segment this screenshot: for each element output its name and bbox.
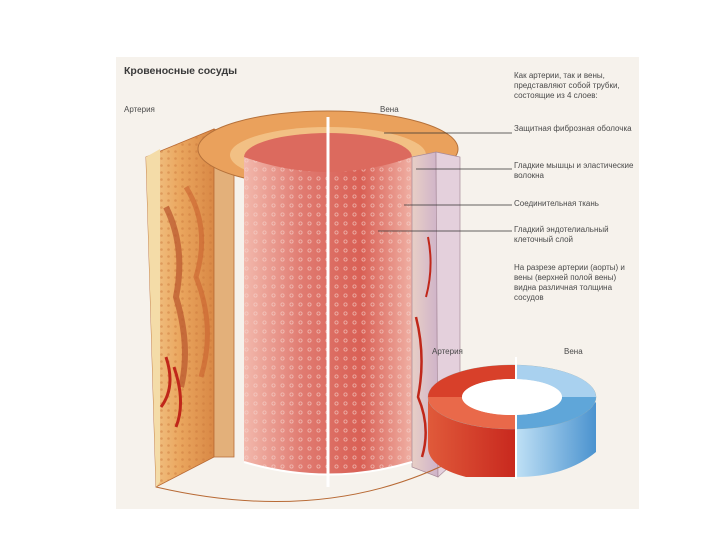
intro-text: Как артерии, так и вены, представляют со… bbox=[514, 71, 634, 101]
cross-section-vein-label: Вена bbox=[564, 347, 583, 357]
cross-section-note: На разрезе артерии (аорты) и вены (верхн… bbox=[514, 263, 634, 303]
layer-label-connective: Соединительная ткань bbox=[514, 199, 634, 209]
artery-wall-cutaway bbox=[146, 129, 234, 487]
artery-label: Артерия bbox=[124, 105, 155, 115]
layer-label-fibrous: Защитная фиброзная оболочка bbox=[514, 124, 634, 134]
cross-section-artery-label: Артерия bbox=[432, 347, 463, 357]
illustration-plate: Кровеносные сосуды Артерия Вена Как арте… bbox=[116, 57, 639, 509]
cross-section-ring bbox=[428, 357, 596, 479]
vein-label: Вена bbox=[380, 105, 399, 115]
vessel-lumen bbox=[244, 117, 412, 487]
layer-label-endothelial: Гладкий эндотелиальный клеточный слой bbox=[514, 225, 634, 245]
layer-label-muscle: Гладкие мышцы и эластические волокна bbox=[514, 161, 634, 181]
diagram-title: Кровеносные сосуды bbox=[124, 66, 237, 76]
